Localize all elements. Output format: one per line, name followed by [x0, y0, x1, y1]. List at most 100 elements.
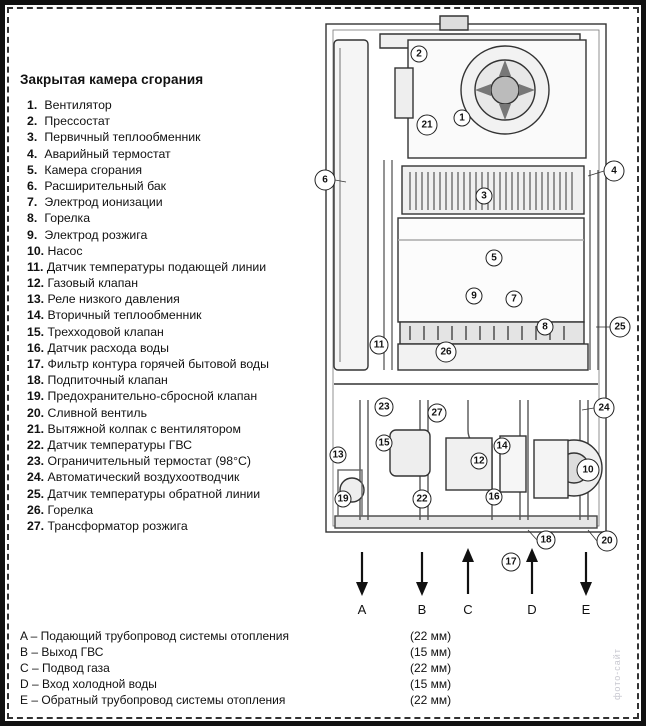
- svg-text:8: 8: [542, 322, 548, 333]
- callout-12: 12: [470, 452, 488, 470]
- pipe-description: C – Подвод газа: [20, 661, 110, 675]
- callout-27: 27: [427, 403, 447, 423]
- svg-text:10: 10: [582, 465, 594, 476]
- parts-legend: 1. Вентилятор 2. Прессостат 3. Первичный…: [27, 97, 269, 534]
- svg-text:20: 20: [601, 536, 613, 547]
- svg-text:14: 14: [496, 441, 508, 452]
- callout-25: 25: [609, 316, 631, 338]
- pipe-size: (15 мм): [410, 677, 452, 691]
- legend-item: 8. Горелка: [27, 211, 91, 226]
- legend-item: 4. Аварийный термостат: [27, 146, 171, 161]
- callout-24: 24: [593, 397, 615, 419]
- legend-item: 9. Электрод розжига: [27, 227, 148, 242]
- svg-text:21: 21: [421, 120, 433, 131]
- svg-text:13: 13: [332, 450, 344, 461]
- callout-23: 23: [374, 397, 394, 417]
- legend-item: 19. Предохранительно-сбросной клапан: [27, 389, 258, 404]
- svg-text:18: 18: [540, 535, 552, 546]
- legend-item: 5. Камера сгорания: [27, 162, 143, 177]
- legend-item: 20. Сливной вентиль: [27, 405, 148, 420]
- legend-item: 12. Газовый клапан: [27, 276, 139, 291]
- callout-6: 6: [314, 169, 336, 191]
- svg-text:25: 25: [614, 322, 626, 333]
- svg-text:4: 4: [611, 166, 617, 177]
- callout-20: 20: [596, 530, 618, 552]
- connection-labels: A B C D E: [358, 602, 591, 617]
- arrow-d: [526, 548, 538, 594]
- connection-label-a: A: [358, 602, 367, 617]
- callout-13: 13: [329, 446, 347, 464]
- diagram-title: Закрытая камера сгорания: [20, 72, 204, 87]
- svg-text:7: 7: [511, 294, 517, 305]
- pipe-description: A – Подающий трубопровод системы отоплен…: [20, 629, 289, 643]
- svg-text:22: 22: [416, 494, 428, 505]
- svg-text:5: 5: [491, 253, 497, 264]
- legend-item: 1. Вентилятор: [27, 98, 112, 112]
- svg-text:11: 11: [374, 340, 385, 351]
- connection-arrows: [356, 548, 592, 596]
- callout-3: 3: [475, 187, 493, 205]
- pipe-size: (22 мм): [410, 629, 452, 643]
- arrow-e: [580, 552, 592, 596]
- callout-7: 7: [505, 290, 523, 308]
- svg-text:17: 17: [505, 557, 517, 568]
- legend-item: 14. Вторичный теплообменник: [27, 308, 202, 323]
- svg-text:1: 1: [459, 113, 465, 124]
- legend-item: 3. Первичный теплообменник: [27, 130, 201, 145]
- secondary-heat-exchanger: [445, 437, 493, 491]
- callout-10: 10: [576, 458, 600, 482]
- burner: [399, 321, 585, 345]
- legend-item: 23. Ограничительный термостат (98°C): [27, 454, 252, 469]
- callout-11: 11: [369, 335, 389, 355]
- legend-item: 15. Трехходовой клапан: [27, 324, 164, 339]
- legend-item: 11. Датчик температуры подающей линии: [27, 259, 267, 274]
- legend-item: 27. Трансформатор розжига: [27, 518, 188, 533]
- callout-4: 4: [603, 160, 625, 182]
- legend-item: 18. Подпиточный клапан: [27, 373, 168, 388]
- svg-text:9: 9: [471, 291, 477, 302]
- legend-item: 2. Прессостат: [27, 114, 111, 129]
- connection-label-c: C: [463, 602, 472, 617]
- connection-label-b: B: [418, 602, 427, 617]
- legend-item: 7. Электрод ионизации: [27, 195, 163, 210]
- callout-22: 22: [412, 489, 432, 509]
- callout-18: 18: [536, 530, 556, 550]
- svg-text:24: 24: [598, 403, 610, 414]
- svg-text:27: 27: [431, 408, 443, 419]
- svg-text:15: 15: [378, 438, 390, 449]
- callout-17: 17: [501, 552, 521, 572]
- expansion-vessel: [333, 39, 369, 371]
- connection-label-e: E: [582, 602, 591, 617]
- legend-item: 6. Расширительный бак: [27, 178, 167, 193]
- pipe-description: E – Обратный трубопровод системы отоплен…: [20, 693, 286, 707]
- callouts: 1 2 3 4 5 6 7 8 9 10 11 12 13 14 15 16 1…: [314, 45, 631, 572]
- svg-text:19: 19: [337, 494, 349, 505]
- connection-label-d: D: [527, 602, 536, 617]
- callout-15: 15: [375, 434, 393, 452]
- legend-item: 13. Реле низкого давления: [27, 292, 180, 307]
- combustion-chamber: [397, 217, 585, 323]
- callout-16: 16: [485, 488, 503, 506]
- arrow-b: [416, 552, 428, 596]
- primary-heat-exchanger: [401, 165, 585, 215]
- legend-item: 26. Горелка: [27, 502, 94, 517]
- callout-14: 14: [493, 437, 511, 455]
- svg-text:2: 2: [416, 49, 422, 60]
- callout-21: 21: [416, 114, 438, 136]
- three-way-valve: [389, 429, 431, 477]
- legend-item: 22. Датчик температуры ГВС: [27, 437, 193, 452]
- callout-26: 26: [435, 341, 457, 363]
- svg-text:23: 23: [378, 402, 390, 413]
- watermark: фото-сайт: [612, 648, 622, 700]
- legend-item: 16. Датчик расхода воды: [27, 340, 169, 355]
- svg-text:3: 3: [481, 191, 487, 202]
- arrow-a: [356, 552, 368, 596]
- arrow-c: [462, 548, 474, 594]
- legend-item: 10. Насос: [27, 243, 83, 258]
- callout-19: 19: [334, 490, 352, 508]
- legend-item: 24. Автоматический воздухоотводчик: [27, 470, 240, 485]
- legend-item: 17. Фильтр контура горячей бытовой воды: [27, 357, 269, 371]
- pipe-description: D – Вход холодной воды: [20, 677, 157, 691]
